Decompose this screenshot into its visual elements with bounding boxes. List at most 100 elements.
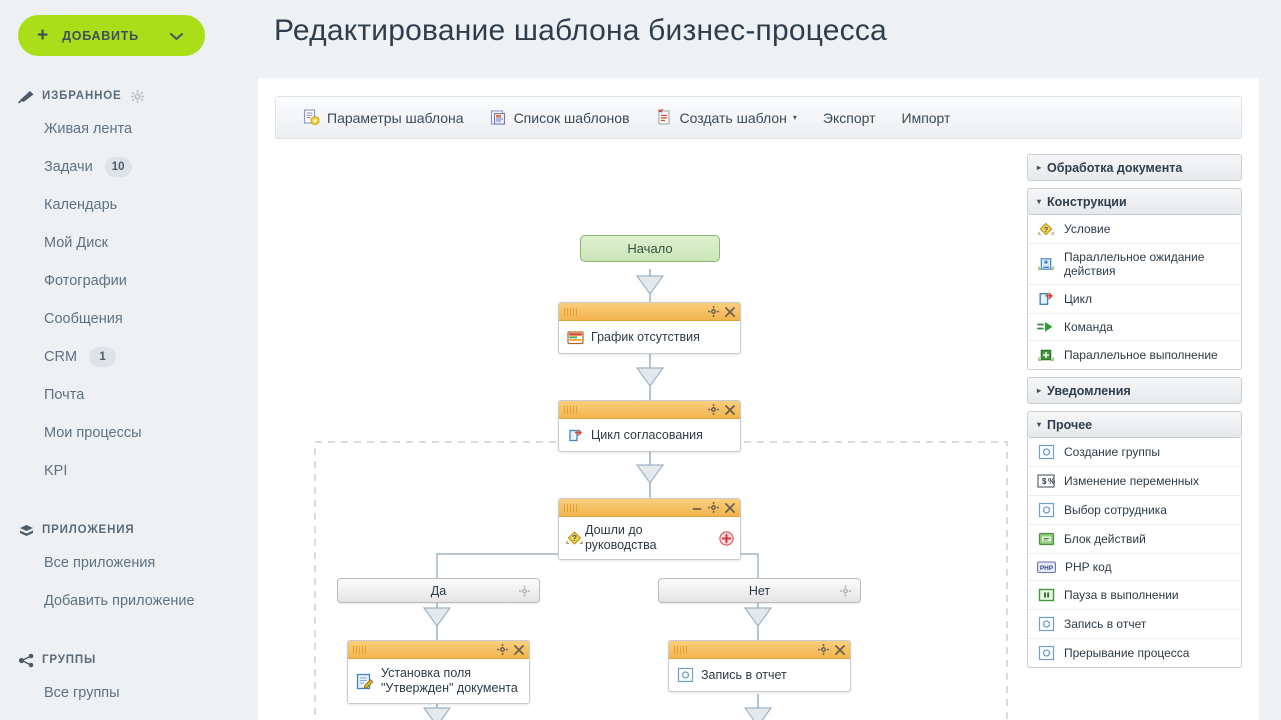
toolbar-import[interactable]: Импорт [889,97,964,138]
gear-icon[interactable] [130,89,144,103]
pause-icon [1037,587,1055,603]
palette-item-create-group[interactable]: Создание группы [1028,438,1241,466]
toolbar-template-settings[interactable]: Параметры шаблона [290,97,477,138]
drag-handle-icon[interactable] [564,503,577,512]
gear-icon[interactable] [840,585,851,596]
node-header[interactable] [559,303,740,321]
flow-branch-label: Нет [748,583,771,598]
palette-item-label: Параллельное выполнение [1064,348,1218,362]
node-body: ? Дошли до руководства [559,517,740,559]
gear-icon[interactable] [708,502,719,513]
palette-group-header[interactable]: ▸ Уведомления [1027,377,1242,404]
add-button[interactable]: + ДОБАВИТЬ [18,15,205,56]
flow-start-node[interactable]: Начало [580,235,720,262]
sidebar-item-messages[interactable]: Сообщения [0,300,258,338]
flow-node-label: Начало [627,241,673,256]
palette-item-label: Изменение переменных [1064,474,1200,488]
flow-node-approval-loop[interactable]: Цикл согласования [558,400,741,452]
sidebar-section-groups[interactable]: ГРУППЫ [0,646,258,674]
share-nodes-icon [18,652,36,668]
palette-group-header[interactable]: ▸ Обработка документа [1027,154,1242,181]
sidebar-item-all-groups[interactable]: Все группы [0,674,258,712]
toolbar-item-label: Создать шаблон [679,109,787,126]
parallel-exec-icon [1037,347,1055,363]
palette-item-parallel-exec[interactable]: Параллельное выполнение [1028,340,1241,369]
palette-group-list: ? Условие Параллельное ожидание действия [1027,215,1242,370]
palette-item-command[interactable]: Команда [1028,313,1241,340]
sidebar-item-label: Все приложения [44,555,156,571]
flowchart-canvas[interactable]: Начало [275,154,1021,720]
apps-box-icon [18,522,36,538]
sidebar-item-my-processes[interactable]: Мои процессы [0,414,258,452]
close-icon[interactable] [725,404,735,415]
gear-icon[interactable] [708,306,719,317]
close-icon[interactable] [835,644,845,655]
gear-icon[interactable] [519,585,530,596]
drag-handle-icon[interactable] [564,307,577,316]
toolbar-export[interactable]: Экспорт [810,97,889,138]
sidebar-item-label: Добавить приложение [44,593,195,609]
gear-icon[interactable] [497,644,508,655]
palette-item-pause[interactable]: Пауза в выполнении [1028,580,1241,609]
sidebar-item-all-applications[interactable]: Все приложения [0,544,258,582]
sidebar-section-label: ГРУППЫ [42,654,97,666]
sidebar-item-photos[interactable]: Фотографии [0,262,258,300]
palette-group-header[interactable]: ▾ Конструкции [1027,188,1242,215]
flow-node-log-report[interactable]: Запись в отчет [668,640,851,692]
flow-branch-yes[interactable]: Да [337,578,540,603]
close-icon[interactable] [514,644,524,655]
drag-handle-icon[interactable] [353,645,366,654]
toolbar-item-label: Импорт [901,109,951,126]
palette-item-parallel-wait[interactable]: Параллельное ожидание действия [1028,243,1241,284]
status-badge: 1 [89,347,117,367]
gear-icon[interactable] [818,644,829,655]
content-card: Параметры шаблона Список шаблонов Создат… [258,78,1259,720]
palette-item-label: PHP код [1065,560,1112,574]
svg-text:PHP: PHP [1040,564,1054,571]
sidebar-item-kpi[interactable]: KPI [0,452,258,490]
palette-item-label: Прерывание процесса [1064,646,1190,660]
flow-branch-no[interactable]: Нет [658,578,861,603]
pin-icon [18,88,36,104]
node-header[interactable] [669,641,850,659]
calendar-icon [567,330,584,345]
flow-node-set-field[interactable]: Установка поля "Утвержден" документа [347,640,530,704]
palette-item-loop[interactable]: Цикл [1028,284,1241,313]
flow-node-label: Установка поля "Утвержден" документа [381,666,518,695]
palette-group-document-processing: ▸ Обработка документа [1027,154,1242,181]
close-icon[interactable] [725,306,735,317]
palette-item-change-variables[interactable]: $% Изменение переменных [1028,466,1241,495]
node-header[interactable] [559,499,740,517]
toolbar-create-template[interactable]: Создать шаблон ▾ [643,97,810,138]
sidebar-item-crm[interactable]: CRM 1 [0,338,258,376]
flow-node-condition[interactable]: ? Дошли до руководства [558,498,741,560]
palette-item-select-employee[interactable]: Выбор сотрудника [1028,495,1241,524]
sidebar-item-label: CRM [44,349,78,365]
chevron-down-icon[interactable] [170,28,183,43]
sidebar-item-add-application[interactable]: Добавить приложение [0,582,258,620]
sidebar-item-tasks[interactable]: Задачи 10 [0,148,258,186]
palette-item-terminate-process[interactable]: Прерывание процесса [1028,638,1241,667]
sidebar-section-favorites[interactable]: ИЗБРАННОЕ [0,82,258,110]
sidebar-item-label: Живая лента [44,121,133,137]
sidebar-item-my-drive[interactable]: Мой Диск [0,224,258,262]
close-icon[interactable] [725,502,735,513]
sidebar-item-live-feed[interactable]: Живая лента [0,110,258,148]
toolbar-template-list[interactable]: Список шаблонов [477,97,643,138]
palette-item-condition[interactable]: ? Условие [1028,215,1241,243]
drag-handle-icon[interactable] [564,405,577,414]
minimize-icon[interactable] [692,503,702,513]
palette-item-php-code[interactable]: PHP PHP код [1028,553,1241,580]
sidebar-item-calendar[interactable]: Календарь [0,186,258,224]
node-header[interactable] [559,401,740,419]
flow-node-schedule[interactable]: График отсутствия [558,302,741,354]
palette-item-action-block[interactable]: Блок действий [1028,524,1241,553]
add-branch-icon[interactable] [719,530,734,546]
palette-item-log-report[interactable]: Запись в отчет [1028,609,1241,638]
sidebar-item-mail[interactable]: Почта [0,376,258,414]
sidebar-section-applications[interactable]: ПРИЛОЖЕНИЯ [0,516,258,544]
palette-group-header[interactable]: ▾ Прочее [1027,411,1242,438]
node-header[interactable] [348,641,529,659]
gear-icon[interactable] [708,404,719,415]
drag-handle-icon[interactable] [674,645,687,654]
